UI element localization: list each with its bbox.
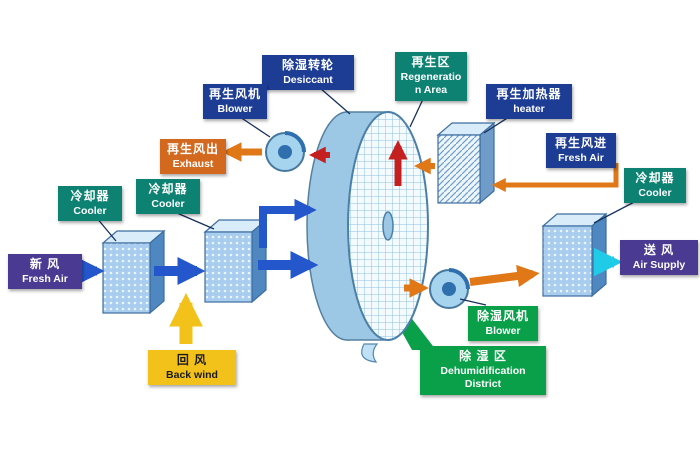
label-dehumid-blower: 除湿风机 Blower <box>468 306 538 342</box>
label-back-wind-en: Back wind <box>166 368 218 381</box>
label-cooler-1-zh: 冷却器 <box>70 189 110 203</box>
label-regen-fresh-air-en: Fresh Air <box>558 151 604 164</box>
label-desiccant-zh: 除湿转轮 <box>281 58 334 72</box>
label-cooler-2-zh: 冷却器 <box>148 182 188 196</box>
label-back-wind-zh: 回 风 <box>176 353 208 367</box>
rotor-wheel <box>306 111 429 363</box>
label-dehumid-district: 除 湿 区 Dehumidification District <box>420 346 546 395</box>
cooler-box-1 <box>101 229 166 315</box>
label-cooler-1-en: Cooler <box>73 204 107 217</box>
label-regen-exhaust: 再生风出 Exhaust <box>160 139 226 175</box>
regen-blower-fan <box>265 131 306 172</box>
label-dehumid-district-zh: 除 湿 区 <box>459 349 507 363</box>
label-regen-blower-zh: 再生风机 <box>208 87 261 101</box>
regen-air-arrows <box>222 140 619 192</box>
cooler-box-2 <box>203 218 268 304</box>
label-regeneration-area: 再生区 Regeneration Area <box>395 52 467 101</box>
rotor-hub <box>382 211 394 241</box>
label-desiccant-en: Desiccant <box>283 73 333 86</box>
label-regeneration-area-en: Regeneration Area <box>400 70 462 97</box>
label-air-supply: 送 风 Air Supply <box>620 240 698 276</box>
label-regen-fresh-air-zh: 再生风进 <box>554 136 607 150</box>
label-cooler-3-en: Cooler <box>638 186 672 199</box>
label-regen-exhaust-zh: 再生风出 <box>166 142 219 156</box>
label-regen-heater-zh: 再生加热器 <box>496 87 562 101</box>
cooler-box-3 <box>541 212 608 298</box>
label-regen-blower-en: Blower <box>217 102 253 115</box>
label-regen-fresh-air: 再生风进 Fresh Air <box>546 133 616 169</box>
label-cooler-1: 冷却器 Cooler <box>58 186 122 222</box>
label-cooler-2-en: Cooler <box>151 197 185 210</box>
label-regen-heater-en: heater <box>513 102 545 115</box>
label-fresh-air-zh: 新 风 <box>29 257 61 271</box>
label-dehumid-blower-zh: 除湿风机 <box>476 309 529 323</box>
label-fresh-air: 新 风 Fresh Air <box>8 254 82 290</box>
heater-box <box>436 121 496 205</box>
label-desiccant: 除湿转轮 Desiccant <box>262 55 354 91</box>
rotor-bottom-curl <box>361 343 379 363</box>
label-regen-blower: 再生风机 Blower <box>203 84 267 120</box>
label-cooler-3-zh: 冷却器 <box>635 171 675 185</box>
label-regeneration-area-zh: 再生区 <box>411 55 451 69</box>
label-regen-exhaust-en: Exhaust <box>172 157 214 170</box>
label-air-supply-en: Air Supply <box>632 258 686 271</box>
label-cooler-2: 冷却器 Cooler <box>136 179 200 215</box>
label-dehumid-district-en2: District <box>464 378 502 391</box>
label-fresh-air-en: Fresh Air <box>22 272 68 285</box>
label-air-supply-zh: 送 风 <box>643 243 675 257</box>
label-dehumid-district-en1: Dehumidification <box>440 364 526 377</box>
process-air-arrows <box>79 198 623 344</box>
label-back-wind: 回 风 Back wind <box>148 350 236 386</box>
dehumid-blower-fan <box>429 268 470 309</box>
label-regen-heater: 再生加热器 heater <box>486 84 572 120</box>
label-cooler-3: 冷却器 Cooler <box>624 168 686 204</box>
label-dehumid-blower-en: Blower <box>485 324 521 337</box>
